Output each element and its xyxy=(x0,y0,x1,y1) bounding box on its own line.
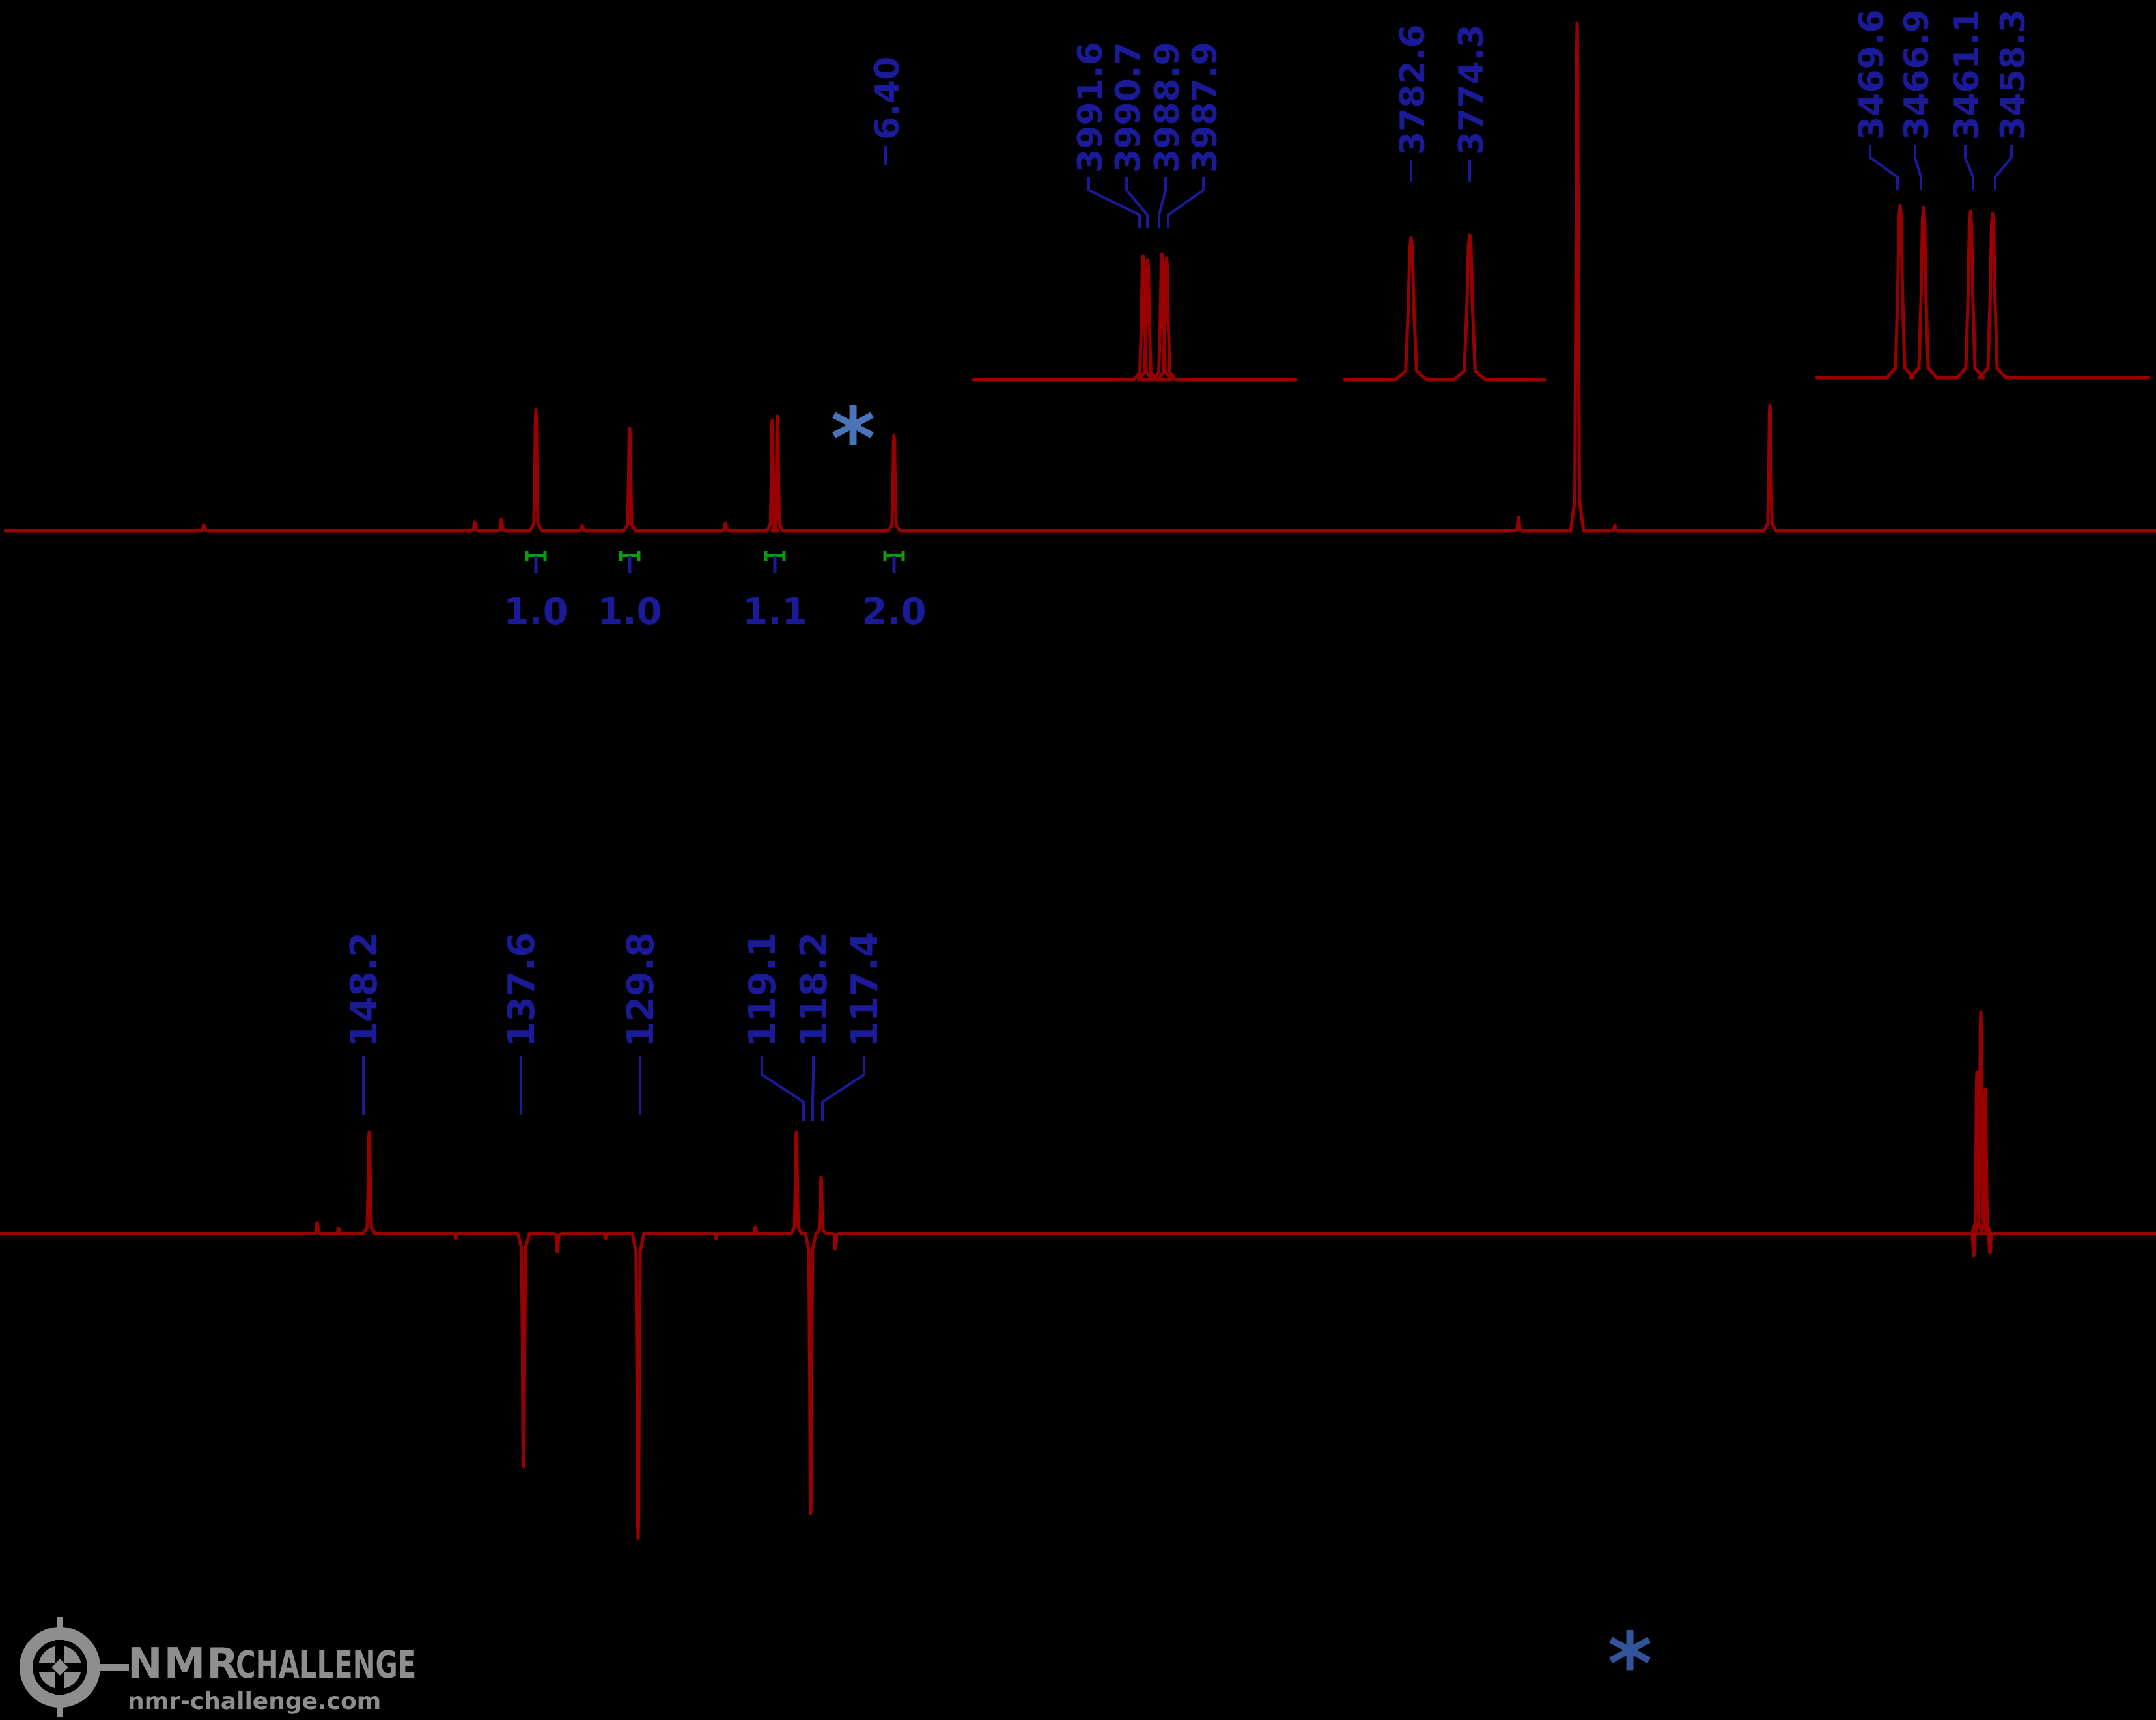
c13-shift-label: 148.2 xyxy=(343,932,385,1047)
label-connector xyxy=(1964,145,1974,190)
h1-shift-label: 6.40 xyxy=(868,57,907,140)
h1-spectrum: 1.0 1.0 1.1 2.0 6.40 * xyxy=(3,21,2156,633)
integral-value: 2.0 xyxy=(861,591,926,633)
solvent-impurity-asterisk: * xyxy=(1607,1614,1652,1715)
logo-site-url: nmr-challenge.com xyxy=(128,1688,381,1715)
hz-peak-label: 3461.1 xyxy=(1948,9,1987,140)
hz-peak-label: 3991.6 xyxy=(1071,42,1110,173)
label-connector xyxy=(1914,145,1922,190)
c13-shift-label: 119.1 xyxy=(742,932,784,1047)
h1-trace xyxy=(3,21,2156,533)
hz-peak-label: 3988.9 xyxy=(1148,42,1187,173)
label-connector xyxy=(1167,177,1205,228)
c13-shift-label: 117.4 xyxy=(844,932,886,1047)
integral-value: 1.1 xyxy=(742,591,807,633)
c13-shift-label: 129.8 xyxy=(620,932,662,1047)
logo-brand-rest: CHALLENGE xyxy=(236,1642,416,1687)
label-connector xyxy=(1869,145,1899,190)
c13-trace xyxy=(0,1010,2156,1540)
c13-shift-label: 137.6 xyxy=(501,932,543,1047)
h1-inset-trace-3 xyxy=(1815,203,2151,380)
hz-peak-label: 3774.3 xyxy=(1452,24,1491,155)
nmr-challenge-logo: NMR CHALLENGE nmr-challenge.com xyxy=(20,1617,416,1717)
label-connector xyxy=(1994,145,2013,190)
h1-inset-trace-2 xyxy=(1343,233,1547,382)
logo-brand-bold: NMR xyxy=(128,1640,240,1688)
label-connector xyxy=(821,1056,865,1121)
integral-value: 1.0 xyxy=(597,591,662,633)
hz-peak-label: 3466.9 xyxy=(1897,9,1937,140)
hz-peak-label: 3990.7 xyxy=(1109,42,1148,173)
h1-inset-trace-1 xyxy=(972,252,1298,382)
solvent-impurity-asterisk: * xyxy=(830,389,875,490)
hz-peak-label: 3458.3 xyxy=(1994,9,2033,140)
label-connector xyxy=(761,1056,805,1121)
hz-peak-label: 3782.6 xyxy=(1393,24,1433,155)
label-connector xyxy=(1087,177,1141,228)
integral-value: 1.0 xyxy=(503,591,568,633)
hz-peak-label: 3469.6 xyxy=(1853,9,1892,140)
c13-shift-label: 118.2 xyxy=(793,932,835,1047)
crosshair-target-icon xyxy=(20,1617,129,1717)
label-connector xyxy=(1125,177,1149,228)
label-connector xyxy=(1158,177,1167,228)
hz-peak-label: 3987.9 xyxy=(1186,42,1225,173)
